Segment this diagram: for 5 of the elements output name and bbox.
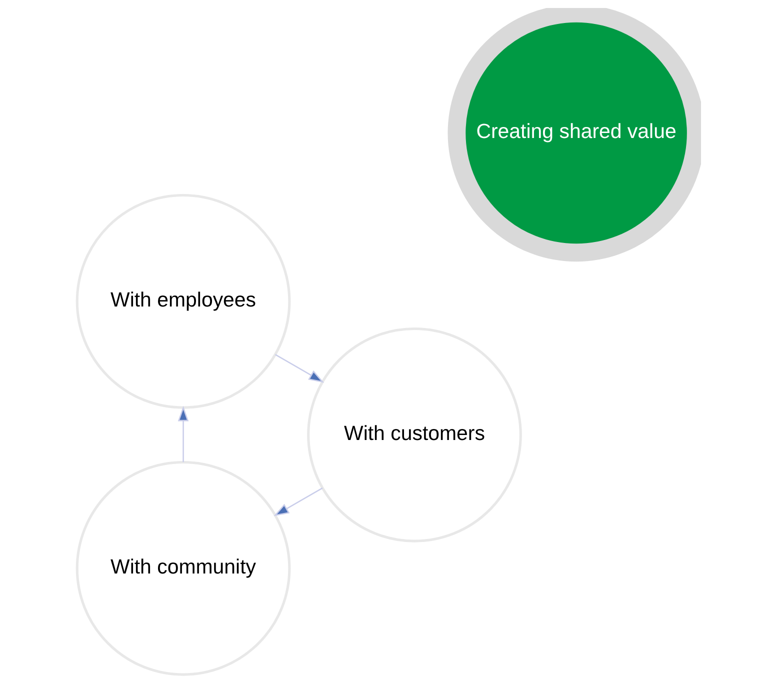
arrow — [178, 406, 189, 462]
arrow — [274, 488, 323, 516]
node-circle: Creating shared value — [448, 8, 701, 262]
arrow — [275, 354, 324, 383]
node-circle: With employees — [76, 194, 291, 409]
